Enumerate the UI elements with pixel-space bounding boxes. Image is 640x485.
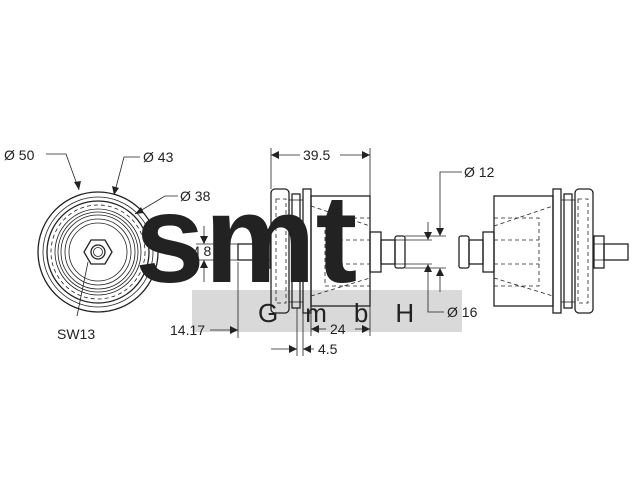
dimension-39-5: 39.5 [270,147,371,196]
label-d12: Ø 12 [464,164,495,180]
label-d50: Ø 50 [4,147,35,163]
watermark-logo: smt [135,170,357,309]
arrowhead-d43 [112,186,119,195]
ring-d38-hidden [50,204,146,300]
watermark-band [192,290,462,332]
m8-arrow-top [200,236,208,244]
left-bush [468,239,484,265]
leader-sw13 [76,261,89,317]
ring-inner-2 [57,211,139,293]
label-24: 24 [330,321,346,337]
label-39-5: 39.5 [303,147,330,163]
hex-nut-side-2 [593,235,605,269]
flange-plate-1 [291,193,301,309]
rim-inner [42,196,154,308]
right-boss [369,231,382,273]
label-4-5: 4.5 [318,341,338,357]
left-bush-end [458,235,470,269]
label-sw13: SW13 [57,326,95,342]
dimension-4-5: 4.5 [271,308,338,357]
bolt-stud-2 [603,243,629,261]
m8-dimension: M 8 [188,226,244,282]
ring-inner-1 [54,208,142,296]
ring-inner-3 [60,214,136,290]
outer-rim-d50 [37,191,159,313]
bolt-core [93,247,103,257]
hex-nut-sw13 [83,239,113,265]
arrowhead-d38 [135,207,144,214]
leader-d38 [134,195,178,215]
dimension-24: 24 [310,306,371,337]
front-view-dimensions: Ø 50 Ø 43 Ø 38 SW13 [4,147,211,342]
ring-inner-5 [68,222,128,282]
front-view [37,191,159,313]
label-m8: M 8 [188,243,212,259]
dimension-14-17: 14.17 [170,262,239,338]
leader-d43 [113,156,140,196]
dimension-d12-d16: Ø 12 Ø 16 [395,164,495,320]
label-d43: Ø 43 [143,149,174,165]
right-bush-end [394,235,406,269]
outer-flange-2 [574,188,594,314]
hex-nut-side [259,235,271,269]
ring-d43 [46,200,150,304]
bolt-m8 [90,244,106,260]
rubber-body-2 [493,195,554,307]
side-view-right [458,188,629,314]
flange-plate-3 [552,188,562,314]
flange-plate-4 [563,193,573,309]
watermark: smt GmbH [135,170,462,332]
label-d16: Ø 16 [447,304,478,320]
leader-d50 [46,153,80,191]
ring-inner-4 [64,218,132,286]
left-boss [482,231,495,273]
right-bush [380,239,396,265]
label-14-17: 14.17 [170,322,205,338]
outer-flange [270,188,290,314]
side-view-left [237,188,406,314]
label-d38: Ø 38 [180,188,211,204]
arrowhead-d50 [74,181,81,190]
m8-arrow-bottom [200,260,208,268]
